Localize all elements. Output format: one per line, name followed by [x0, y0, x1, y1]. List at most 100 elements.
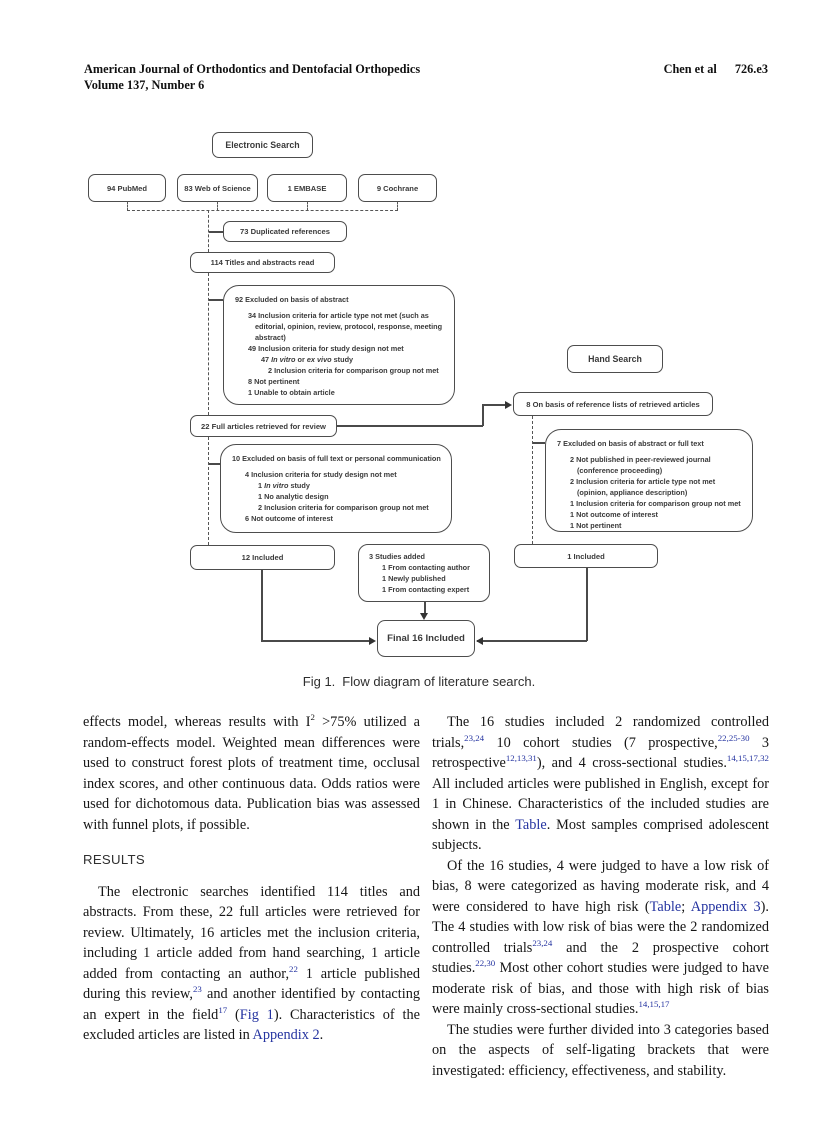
citation-ref-link[interactable]: 23,24 [464, 732, 485, 743]
cross-ref-link[interactable]: Table [649, 898, 682, 915]
flow-box-line: 49 Inclusion criteria for study design n… [235, 343, 446, 354]
text-segment: 1 [258, 481, 265, 490]
text-segment: 92 Excluded on basis of abstract [235, 295, 349, 304]
connector-line [477, 640, 587, 642]
text-segment: 4 Inclusion criteria for study design no… [245, 470, 397, 479]
text-segment: 7 Excluded on basis of abstract or full … [557, 439, 704, 448]
citation-ref-link[interactable]: 22,25-30 [717, 732, 750, 743]
flow-box-1-included: 1 Included [514, 544, 658, 568]
flow-box-line: 1 Not pertinent [557, 520, 744, 531]
text-segment: ). Characteristics of the excluded artic… [83, 1006, 420, 1044]
text-segment: 47 [261, 355, 272, 364]
text-segment: ; [681, 898, 691, 915]
journal-info: American Journal of Orthodontics and Den… [84, 62, 420, 93]
arrowhead-down-icon [420, 613, 428, 620]
flow-box-titles-abstracts-read: 114 Titles and abstracts read [190, 252, 335, 273]
text-segment: . [319, 1027, 324, 1043]
text-segment: In vitro [264, 481, 289, 490]
flow-box-line: 1 From contacting expert [369, 584, 483, 595]
figure-caption: Fig 1.Flow diagram of literature search. [0, 674, 838, 689]
paragraph: The electronic searches identified 114 t… [83, 882, 420, 1046]
flow-box-line: 10 Excluded on basis of full text or per… [232, 453, 443, 464]
paragraph: Of the 16 studies, 4 were judged to have… [432, 856, 769, 1020]
right-column: The 16 studies included 2 randomized con… [432, 712, 769, 1081]
text-segment: 1 Inclusion criteria for comparison grou… [570, 499, 741, 508]
citation-ref-link[interactable]: 22,30 [475, 958, 496, 969]
flow-box-line: 1 Unable to obtain article [235, 387, 446, 398]
text-segment: (conference proceeding) [577, 466, 663, 475]
citation-ref-link[interactable]: 23,24 [532, 937, 553, 948]
flow-box-excluded-fulltext: 10 Excluded on basis of full text or per… [220, 444, 452, 533]
flow-box-duplicated-references: 73 Duplicated references [223, 221, 347, 242]
citation-ref-link[interactable]: 22 [289, 963, 298, 974]
flow-box-embase: 1 EMBASE [267, 174, 347, 202]
flow-box-reference-lists: 8 On basis of reference lists of retriev… [513, 392, 713, 416]
citation-ref-link[interactable]: 17 [218, 1004, 228, 1015]
text-segment: 1 From contacting expert [382, 585, 470, 594]
arrowhead-right-icon [369, 637, 376, 645]
connector-line [482, 404, 506, 406]
text-segment: >75% utilized a random-effects model. We… [83, 714, 421, 833]
text-segment: 1 Not outcome of interest [570, 510, 658, 519]
connector-line [261, 640, 370, 642]
connector-dashed [127, 210, 398, 211]
text-segment: and another identified by contacting an … [83, 986, 420, 1023]
connector-dashed [208, 273, 209, 415]
text-segment: ), and 4 cross-sectional studies. [536, 755, 727, 771]
flow-box-web-of-science: 83 Web of Science [177, 174, 258, 202]
citation-ref-link[interactable]: 23 [192, 984, 202, 995]
connector-line [209, 231, 223, 233]
text-segment: . Most samples comprised adolescent subj… [432, 816, 770, 854]
text-segment: All included articles were published in … [432, 775, 769, 833]
text-segment: (opinion, appliance description) [577, 488, 688, 497]
connector-dashed [217, 201, 218, 211]
text-segment: 2 Inclusion criteria for comparison grou… [258, 503, 429, 512]
text-segment: The 16 studies included 2 randomized con… [432, 714, 769, 751]
connector-dashed [307, 201, 308, 211]
cross-ref-link[interactable]: Appendix 2 [252, 1027, 320, 1043]
connector-dashed [532, 416, 533, 544]
text-segment: 1 Newly published [382, 574, 446, 583]
flow-box-line: 2 Inclusion criteria for comparison grou… [232, 502, 443, 513]
connector-dashed [208, 210, 209, 252]
flow-box-line: 7 Excluded on basis of abstract or full … [557, 438, 744, 449]
citation-ref-link[interactable]: 14,15,17,32 [726, 753, 769, 764]
text-segment: The electronic searches identified 114 t… [83, 883, 420, 982]
flow-box-pubmed: 94 PubMed [88, 174, 166, 202]
flow-box-line: 6 Not outcome of interest [232, 513, 443, 524]
text-segment: 1 No analytic design [258, 492, 329, 501]
paragraph: The studies were further divided into 3 … [432, 1020, 769, 1082]
text-segment: Most other cohort studies were judged to… [432, 960, 769, 1017]
connector-line [209, 299, 223, 301]
text-segment: effects model, whereas results with I [83, 714, 311, 730]
flow-box-12-included: 12 Included [190, 545, 335, 570]
text-segment: 6 Not outcome of interest [245, 514, 333, 523]
connector-line [424, 602, 426, 614]
text-segment: study [288, 481, 310, 490]
connector-line [586, 568, 588, 641]
text-segment: 2 Inclusion criteria for article type no… [570, 477, 716, 486]
flow-box-line: 2 Not published in peer-reviewed journal [557, 454, 744, 465]
flow-box-line: 34 Inclusion criteria for article type n… [235, 310, 446, 321]
citation-ref-link[interactable]: 14,15,17 [638, 999, 670, 1010]
text-segment: 3 Studies added [369, 552, 425, 561]
cross-ref-link[interactable]: Table [515, 816, 547, 833]
flow-box-line: 1 Newly published [369, 573, 483, 584]
cross-ref-link[interactable]: Appendix 3 [690, 898, 761, 915]
connector-line [209, 463, 220, 465]
flow-box-line: 8 Not pertinent [235, 376, 446, 387]
citation-ref-link[interactable]: 12,13,31 [505, 753, 537, 764]
connector-dashed [127, 201, 128, 211]
text-segment: 2 Not published in peer-reviewed journal [570, 455, 711, 464]
arrowhead-left-icon [476, 637, 483, 645]
flow-box-excluded-abstract: 92 Excluded on basis of abstract 34 Inclu… [223, 285, 455, 405]
cross-ref-link[interactable]: Fig 1 [239, 1006, 274, 1023]
text-segment: editorial, opinion, review, protocol, re… [255, 322, 443, 331]
flow-box-line: abstract) [235, 332, 446, 343]
article-body: effects model, whereas results with I2 >… [83, 712, 769, 1081]
text-segment: 3 retrospective [432, 734, 769, 772]
text-segment: study [331, 355, 354, 364]
text-segment: In vitro [271, 355, 296, 364]
